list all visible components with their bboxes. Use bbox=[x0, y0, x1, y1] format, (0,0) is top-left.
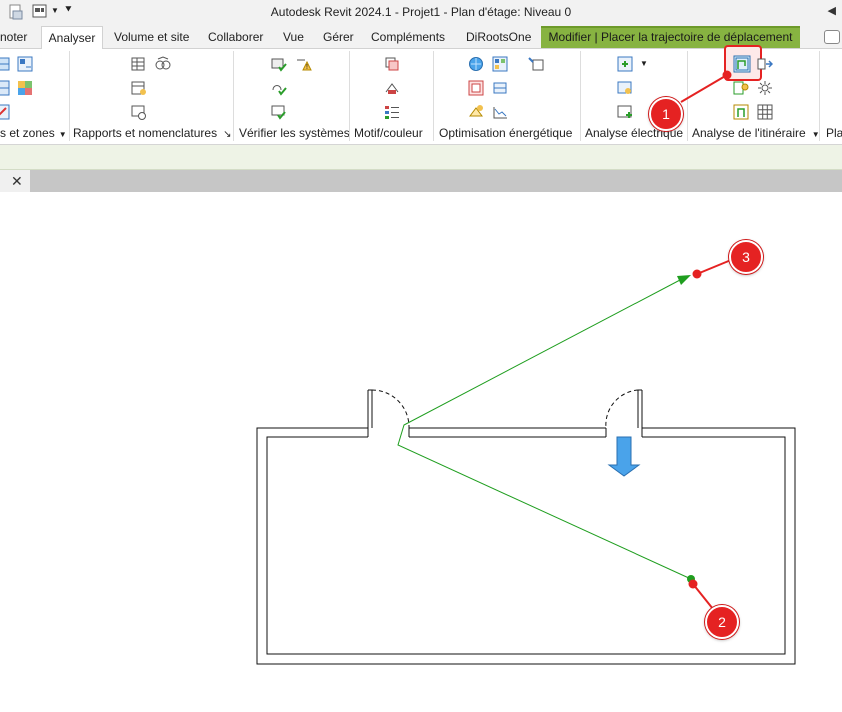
panel-schedule-icon[interactable] bbox=[131, 80, 147, 96]
analytical-panel-icon[interactable] bbox=[617, 80, 633, 96]
location-globe-icon[interactable] bbox=[468, 56, 484, 72]
pipe-legend-icon[interactable] bbox=[384, 80, 400, 96]
callout-marker-3: 3 bbox=[729, 240, 763, 274]
panel-label-zones[interactable]: s et zones▼ bbox=[0, 126, 67, 140]
switch-windows-icon[interactable] bbox=[32, 3, 50, 21]
callout-marker-2: 2 bbox=[705, 605, 739, 639]
tab-dirootsone[interactable]: DiRootsOne bbox=[466, 30, 532, 44]
route-settings-icon[interactable] bbox=[757, 80, 773, 96]
panel-label-verifier[interactable]: Vérifier les systèmes bbox=[239, 126, 350, 140]
path-of-travel-icon[interactable] bbox=[733, 55, 751, 73]
qat-dropdown-icon[interactable]: ▼ bbox=[51, 6, 59, 15]
exit-arrow-icon bbox=[607, 436, 641, 477]
panel-divider bbox=[233, 51, 234, 141]
check-duct-icon[interactable] bbox=[271, 56, 287, 72]
area-icon[interactable] bbox=[0, 80, 10, 96]
ribbon-tab-bar: noter Analyser Volume et site Collaborer… bbox=[0, 26, 842, 50]
tab-gerer[interactable]: Gérer bbox=[323, 30, 354, 44]
check-pipe-icon[interactable] bbox=[271, 80, 287, 96]
path-arrowhead-icon bbox=[677, 275, 691, 285]
load-area-icon[interactable] bbox=[617, 56, 633, 72]
tab-analyser[interactable]: Analyser bbox=[41, 26, 103, 50]
drawing-canvas[interactable] bbox=[0, 192, 842, 712]
floor-plan[interactable] bbox=[0, 192, 842, 712]
door-right[interactable] bbox=[605, 389, 643, 429]
panel-label-rapports[interactable]: Rapports et nomenclatures↘ bbox=[73, 126, 232, 140]
tab-volume-et-site[interactable]: Volume et site bbox=[114, 30, 190, 44]
panel-divider bbox=[349, 51, 350, 141]
ribbon: s et zones▼ Rapports et nomenclatures↘ !… bbox=[0, 45, 842, 145]
callout-leader-3 bbox=[696, 259, 732, 275]
panel-label-optimisation[interactable]: Optimisation énergétique bbox=[439, 126, 573, 140]
tag-area-icon[interactable] bbox=[0, 104, 10, 120]
optimize-icon[interactable] bbox=[468, 104, 484, 120]
panel-label-motif[interactable]: Motif/couleur bbox=[354, 126, 423, 140]
panel-divider bbox=[687, 51, 688, 141]
panel-divider bbox=[69, 51, 70, 141]
panel-divider bbox=[433, 51, 434, 141]
tab-modifier-trajectoire[interactable]: Modifier | Placer la trajectoire de dépl… bbox=[541, 26, 800, 48]
callout-marker-1: 1 bbox=[649, 97, 683, 131]
duct-pressure-report-icon[interactable] bbox=[131, 104, 147, 120]
customize-qat-icon[interactable]: ⯆ bbox=[64, 4, 73, 16]
generate-model-icon[interactable] bbox=[468, 80, 484, 96]
ribbon-options-icon[interactable] bbox=[824, 30, 840, 44]
callout-leader-2 bbox=[692, 583, 714, 610]
people-content-icon[interactable] bbox=[733, 80, 749, 96]
panel-launcher-icon[interactable]: ↘ bbox=[223, 129, 232, 140]
close-icon[interactable]: ✕ bbox=[11, 173, 23, 189]
panel-divider bbox=[819, 51, 820, 141]
title-bar: ▼ ⯆ Autodesk Revit 2024.1 - Projet1 - Pl… bbox=[0, 0, 842, 26]
energy-settings-icon[interactable] bbox=[492, 56, 508, 72]
panel-label-itineraire[interactable]: Analyse de l'itinéraire▼ bbox=[692, 126, 820, 140]
path-grid-icon[interactable] bbox=[757, 104, 773, 120]
panel-divider bbox=[580, 51, 581, 141]
window-title: Autodesk Revit 2024.1 - Projet1 - Plan d… bbox=[270, 5, 572, 19]
energy-model-icon[interactable] bbox=[528, 56, 544, 72]
panel-label-plan[interactable]: Pla bbox=[826, 126, 842, 140]
room-walls[interactable] bbox=[256, 427, 796, 665]
add-load-icon[interactable] bbox=[617, 104, 633, 120]
panel-expand-icon[interactable]: ▼ bbox=[58, 130, 67, 139]
schedule-icon[interactable] bbox=[131, 56, 147, 72]
insight-graph-icon[interactable] bbox=[492, 104, 508, 120]
space-separator-icon[interactable] bbox=[17, 56, 33, 72]
tab-complements[interactable]: Compléments bbox=[371, 30, 446, 44]
reveal-obstacles-icon[interactable] bbox=[757, 56, 773, 72]
print-icon[interactable] bbox=[8, 3, 24, 21]
load-area-dropdown-icon[interactable]: ▼ bbox=[640, 59, 648, 68]
door-left[interactable] bbox=[367, 389, 410, 429]
options-bar bbox=[0, 145, 842, 170]
tab-annoter[interactable]: noter bbox=[0, 30, 28, 44]
view-tab-bar: ✕ bbox=[0, 170, 842, 192]
svg-text:!: ! bbox=[306, 64, 308, 71]
check-circuits-icon[interactable] bbox=[271, 104, 287, 120]
color-fill-legend-icon[interactable] bbox=[384, 104, 400, 120]
show-disconnects-icon[interactable]: ! bbox=[296, 56, 312, 72]
zone-icon[interactable] bbox=[0, 56, 10, 72]
multiple-paths-icon[interactable] bbox=[733, 104, 749, 120]
collapse-left-icon[interactable]: ◀ bbox=[827, 5, 836, 17]
panel-expand-icon[interactable]: ▼ bbox=[811, 130, 820, 139]
tab-collaborer[interactable]: Collaborer bbox=[208, 30, 264, 44]
color-scheme-icon[interactable] bbox=[17, 80, 33, 96]
schedule-quantities-icon[interactable] bbox=[155, 56, 171, 72]
view-tab[interactable]: ✕ bbox=[0, 170, 30, 192]
path-of-travel-line[interactable] bbox=[397, 279, 692, 580]
tab-vue[interactable]: Vue bbox=[283, 30, 304, 44]
systems-analysis-icon[interactable] bbox=[492, 80, 508, 96]
duct-legend-icon[interactable] bbox=[384, 56, 400, 72]
